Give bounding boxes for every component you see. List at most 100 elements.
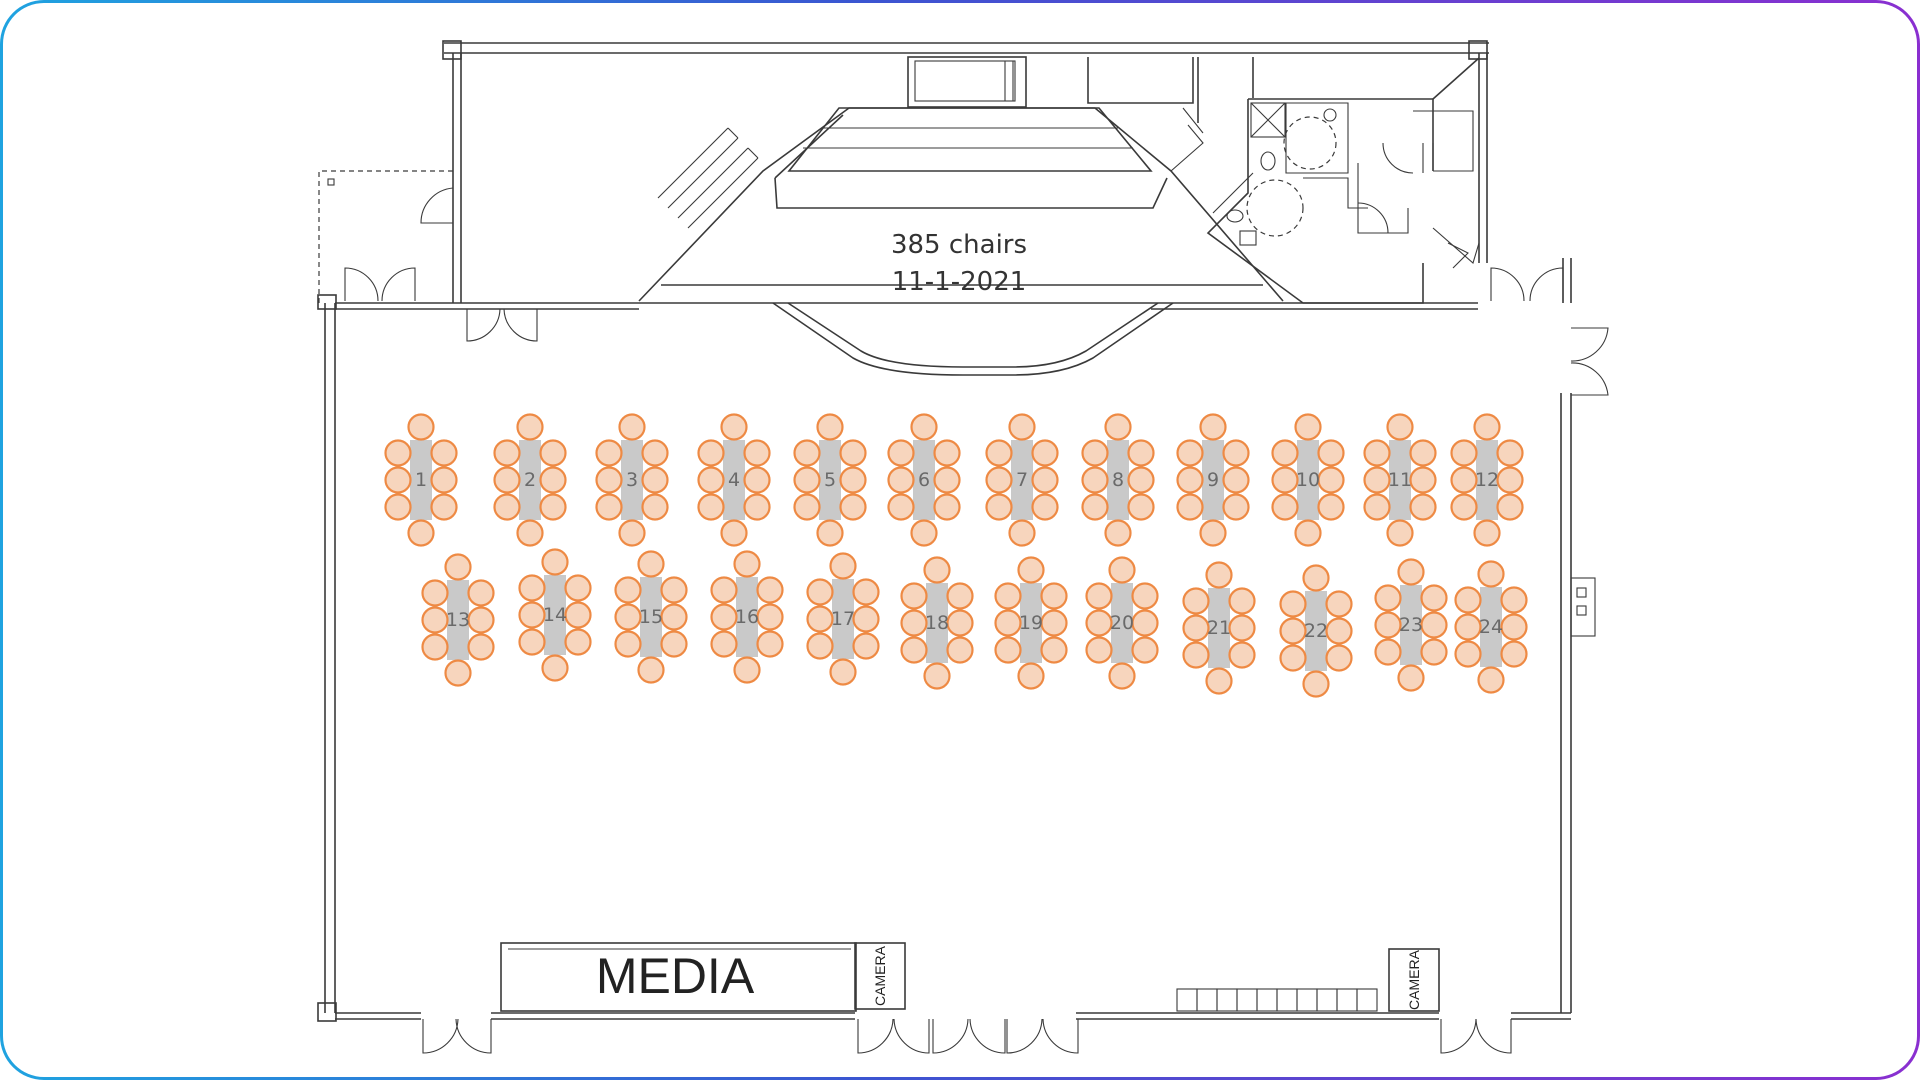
upper-rooms	[907, 56, 1480, 304]
table	[1208, 588, 1230, 668]
chair	[641, 493, 669, 521]
table-group: 12	[1450, 413, 1524, 547]
chair	[1222, 439, 1250, 467]
chair	[1081, 439, 1109, 467]
chair	[923, 662, 951, 690]
table	[640, 577, 662, 657]
chair	[697, 466, 725, 494]
chair	[1374, 611, 1402, 639]
chair	[1199, 413, 1227, 441]
table	[1111, 583, 1133, 663]
chair	[1176, 493, 1204, 521]
chair	[839, 493, 867, 521]
table-group: 5	[793, 413, 867, 547]
chair	[1017, 556, 1045, 584]
chair	[743, 493, 771, 521]
chair	[1127, 466, 1155, 494]
chair	[1104, 519, 1132, 547]
chair	[618, 413, 646, 441]
chair	[1228, 587, 1256, 615]
chair	[1317, 466, 1345, 494]
chair	[1279, 644, 1307, 672]
chair	[444, 553, 472, 581]
chair	[933, 493, 961, 521]
chair	[564, 574, 592, 602]
table	[447, 580, 469, 660]
chair-count-label: 385 chairs	[891, 230, 1027, 260]
chair	[720, 413, 748, 441]
chair	[887, 493, 915, 521]
chair	[887, 439, 915, 467]
chair	[541, 654, 569, 682]
chair	[1500, 586, 1528, 614]
chair	[829, 658, 857, 686]
chair	[1182, 614, 1210, 642]
chair	[1271, 493, 1299, 521]
chair	[467, 606, 495, 634]
table-number: 22	[1304, 620, 1328, 642]
table-group: 24	[1454, 560, 1528, 694]
chair	[518, 574, 546, 602]
table-number: 8	[1112, 469, 1124, 491]
chair	[1182, 587, 1210, 615]
table-number: 13	[446, 609, 470, 631]
chair	[1040, 609, 1068, 637]
chair	[1325, 617, 1353, 645]
table-number: 15	[639, 606, 663, 628]
riser-blocks: CAMERA	[1176, 948, 1440, 1012]
chair	[985, 439, 1013, 467]
chair	[1108, 662, 1136, 690]
chair	[1420, 611, 1448, 639]
chair	[614, 603, 642, 631]
table-number: 1	[415, 469, 427, 491]
chair	[384, 493, 412, 521]
chair	[1397, 664, 1425, 692]
chair	[1182, 641, 1210, 669]
table-number: 9	[1207, 469, 1219, 491]
table-number: 14	[543, 604, 567, 626]
chair	[1131, 609, 1159, 637]
chair	[421, 633, 449, 661]
chair	[595, 493, 623, 521]
chair	[518, 628, 546, 656]
table-group: 16	[710, 550, 784, 684]
table-group: 21	[1182, 561, 1256, 695]
table-group: 7	[985, 413, 1059, 547]
chair	[910, 413, 938, 441]
chair	[1008, 413, 1036, 441]
chair	[743, 466, 771, 494]
chair	[1176, 439, 1204, 467]
table	[1476, 440, 1498, 520]
chair	[994, 609, 1022, 637]
table-number: 24	[1479, 616, 1503, 638]
chair	[1374, 638, 1402, 666]
table-number: 2	[524, 469, 536, 491]
chair	[839, 439, 867, 467]
chair	[1454, 586, 1482, 614]
chair	[852, 605, 880, 633]
table-number: 20	[1110, 612, 1134, 634]
table-group: 15	[614, 550, 688, 684]
chair	[1317, 493, 1345, 521]
chair	[1477, 666, 1505, 694]
chair	[1454, 613, 1482, 641]
table-number: 19	[1019, 612, 1043, 634]
table-number: 3	[626, 469, 638, 491]
chair	[900, 636, 928, 664]
chair	[384, 439, 412, 467]
date-label: 11-1-2021	[892, 267, 1027, 297]
table	[1011, 440, 1033, 520]
chair	[985, 466, 1013, 494]
chair	[756, 603, 784, 631]
chair	[1302, 670, 1330, 698]
chair	[614, 630, 642, 658]
table	[519, 440, 541, 520]
table-number: 23	[1399, 614, 1423, 636]
chair	[516, 413, 544, 441]
table-number: 6	[918, 469, 930, 491]
chair	[1205, 667, 1233, 695]
chair	[1386, 413, 1414, 441]
chair	[1176, 466, 1204, 494]
media-booth: MEDIA CAMERA	[500, 942, 906, 1012]
chair	[595, 439, 623, 467]
